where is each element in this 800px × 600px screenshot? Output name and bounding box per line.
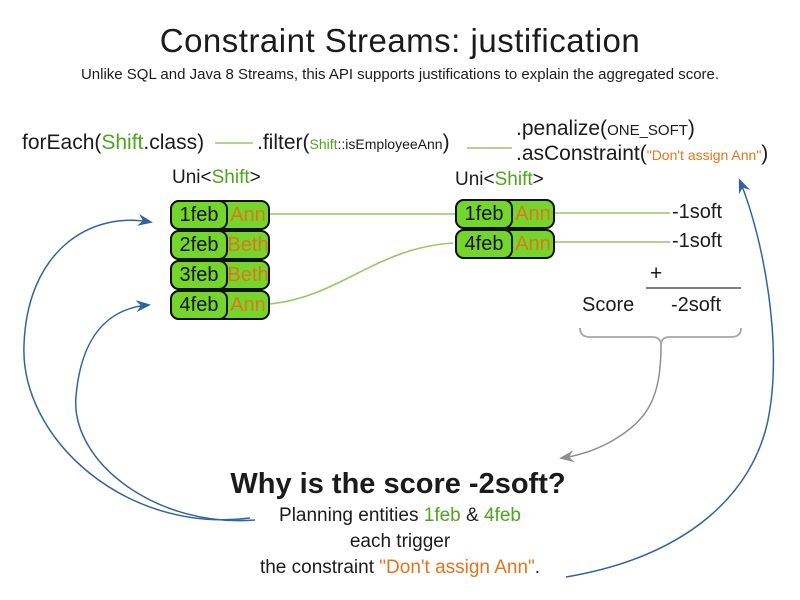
sum-line (646, 287, 741, 289)
shift-row-2feb: Beth 2feb (170, 230, 270, 260)
why-line1-prefix: Planning entities (279, 505, 424, 526)
why-heading: Why is the score -2soft? (230, 468, 566, 500)
why-line1-amp: & (460, 505, 484, 526)
why-line3-suffix: . (534, 557, 541, 578)
employee-label: Ann (515, 232, 551, 255)
date-label: 4feb (455, 229, 513, 259)
date-label: 2feb (170, 230, 228, 260)
score-total: -2soft (671, 294, 722, 316)
penalize-suffix: ) (687, 117, 695, 140)
foreach-prefix: forEach( (22, 131, 102, 154)
why-line-1: Planning entities 1feb & 4feb (0, 505, 800, 527)
foreach-class: Shift (101, 131, 144, 154)
foreach-suffix: .class) (143, 131, 205, 154)
employee-label: Ann (230, 293, 266, 316)
page-title: Constraint Streams: justification (159, 22, 641, 59)
shift-row-1feb: Ann 1feb (170, 200, 270, 230)
why-line-2: each trigger (349, 531, 451, 552)
why-line3-prefix: the constraint (259, 557, 380, 578)
employee-label: Beth (227, 263, 269, 286)
score-underbrace (579, 327, 742, 346)
code-asconstraint: .asConstraint("Don't assign Ann") (516, 142, 768, 166)
shift-group-left: Ann 1feb Beth 2feb Beth 3feb Ann 4feb (170, 200, 270, 320)
uni-label-right: Uni<Shift> (455, 169, 544, 191)
penalize-arg: ONE_SOFT (607, 122, 688, 139)
plus-sign: + (650, 262, 663, 285)
arrow-score-to-why (559, 344, 662, 463)
code-foreach: forEach(Shift.class) (22, 131, 204, 155)
asconstraint-suffix: ) (761, 142, 769, 165)
uni-left-type: Shift (211, 167, 250, 188)
filtered-row-1feb: Ann 1feb (455, 199, 555, 229)
filter-suffix: ) (442, 131, 450, 154)
code-penalize: .penalize(ONE_SOFT) (516, 117, 695, 141)
asconstraint-prefix: .asConstraint( (516, 142, 647, 165)
why-constraint-name: "Don't assign Ann" (379, 557, 535, 578)
filter-prefix: .filter( (257, 131, 310, 154)
date-label: 3feb (170, 260, 228, 290)
penalty-1: -1soft (672, 201, 723, 223)
subtitle: Unlike SQL and Java 8 Streams, this API … (80, 66, 720, 83)
asconstraint-arg: "Don't assign Ann" (646, 147, 762, 163)
date-label: 1feb (455, 199, 513, 229)
shift-row-3feb: Beth 3feb (170, 260, 270, 290)
filter-class: Shift (309, 136, 338, 152)
uni-label-left: Uni<Shift> (172, 167, 261, 189)
uni-right-type: Shift (494, 169, 533, 190)
uni-right-suffix: > (532, 169, 544, 190)
shift-group-filtered: Ann 1feb Ann 4feb (455, 199, 555, 259)
penalize-prefix: .penalize( (516, 117, 608, 140)
filtered-row-4feb: Ann 4feb (455, 229, 555, 259)
why-line-3: the constraint "Don't assign Ann". (0, 557, 800, 579)
penalty-2: -1soft (672, 230, 723, 252)
connector-4feb-curve (269, 242, 454, 305)
code-filter: .filter(Shift::isEmployeeAnn) (257, 131, 450, 155)
employee-label: Ann (515, 202, 551, 225)
date-label: 4feb (170, 290, 228, 320)
shift-row-4feb: Ann 4feb (170, 290, 270, 320)
employee-label: Beth (227, 233, 269, 256)
uni-right-prefix: Uni< (455, 169, 495, 190)
date-label: 1feb (170, 200, 228, 230)
why-entity-1feb: 1feb (423, 505, 461, 526)
employee-label: Ann (230, 203, 266, 226)
why-entity-4feb: 4feb (483, 505, 521, 526)
uni-left-prefix: Uni< (172, 167, 212, 188)
filter-method: ::isEmployeeAnn (337, 136, 443, 152)
score-label: Score (582, 294, 635, 316)
uni-left-suffix: > (249, 167, 261, 188)
